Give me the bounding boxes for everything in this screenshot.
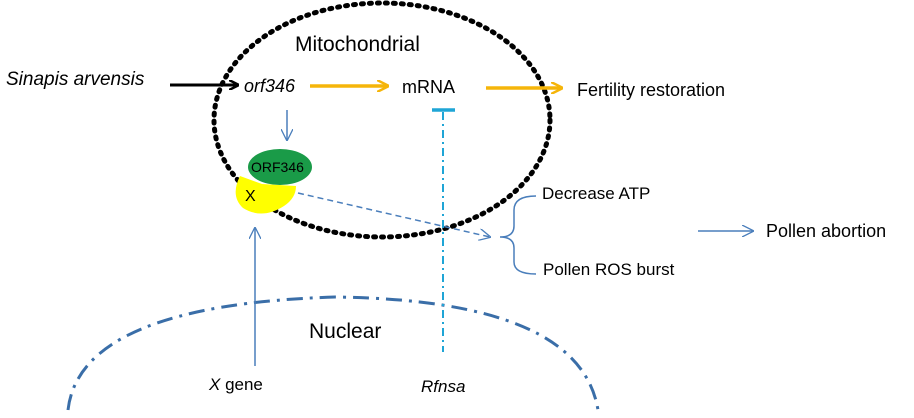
complex-effect-arrow [297, 192, 490, 237]
nucleus-boundary [66, 295, 600, 411]
orf346-gene-label: orf346 [244, 76, 296, 96]
mitochondrial-label: Mitochondrial [295, 33, 420, 56]
decrease-atp-label: Decrease ATP [542, 184, 651, 203]
pollen-abortion-label: Pollen abortion [766, 221, 887, 241]
x-gene-label: X gene [209, 376, 263, 393]
x-protein-shape [235, 176, 296, 214]
effects-brace [499, 195, 537, 275]
x-gene-symbol: X [209, 375, 221, 394]
x-protein-label: X [245, 188, 256, 205]
fertility-restoration-label: Fertility restoration [577, 80, 726, 100]
source-label: Sinapis arvensis [6, 69, 145, 90]
nuclear-label: Nuclear [309, 320, 382, 343]
rfnsa-label: Rfnsa [421, 377, 466, 396]
orf346-protein-shape [248, 149, 312, 185]
pollen-ros-burst-label: Pollen ROS burst [543, 260, 675, 279]
x-gene-suffix: gene [220, 375, 263, 394]
orf346-protein-label: ORF346 [251, 159, 304, 175]
mitochondrion-boundary [211, 0, 553, 240]
mrna-label: mRNA [402, 77, 455, 97]
